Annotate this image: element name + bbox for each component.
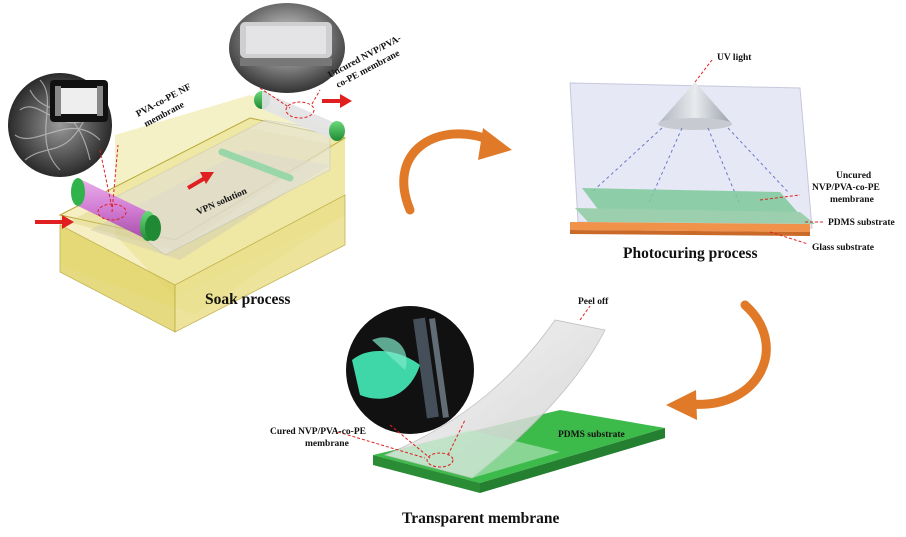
curved-arrow-2 bbox=[666, 300, 771, 420]
photo-pdms: PDMS substrate bbox=[828, 218, 895, 228]
photo-glass: Glass substrate bbox=[812, 243, 874, 253]
photo-uncured-3: membrane bbox=[830, 195, 874, 205]
photo-uncured-1: Uncured bbox=[836, 171, 872, 181]
peeled-membrane bbox=[383, 319, 606, 479]
green-roller bbox=[254, 91, 345, 141]
exit-arrow bbox=[322, 94, 352, 108]
flow-arrow bbox=[186, 172, 214, 190]
photo-leaders bbox=[694, 59, 825, 245]
soak-title: Soak process bbox=[205, 291, 290, 308]
sem-inset bbox=[8, 73, 112, 177]
cured-label-2: membrane bbox=[305, 439, 349, 449]
pink-roller bbox=[71, 178, 161, 241]
uv-label: UV light bbox=[717, 53, 752, 63]
final-pdms: PDMS substrate bbox=[558, 430, 625, 440]
photo-title: Photocuring process bbox=[623, 245, 757, 262]
peel-label: Peel off bbox=[578, 297, 609, 307]
photo-uncured-2: NVP/PVA-co-PE bbox=[812, 183, 880, 193]
feed-arrow bbox=[35, 215, 74, 229]
cured-leaders bbox=[337, 305, 591, 468]
cured-label-1: Cured NVP/PVA-co-PE bbox=[270, 427, 366, 437]
photocuring-chamber bbox=[569, 82, 815, 236]
sem-leader bbox=[97, 144, 127, 221]
uncured-leader bbox=[259, 87, 321, 119]
final-title: Transparent membrane bbox=[402, 510, 560, 527]
cured-photo-inset bbox=[346, 306, 474, 434]
curved-arrow-1 bbox=[399, 128, 512, 215]
uncured-photo-inset bbox=[229, 3, 345, 93]
